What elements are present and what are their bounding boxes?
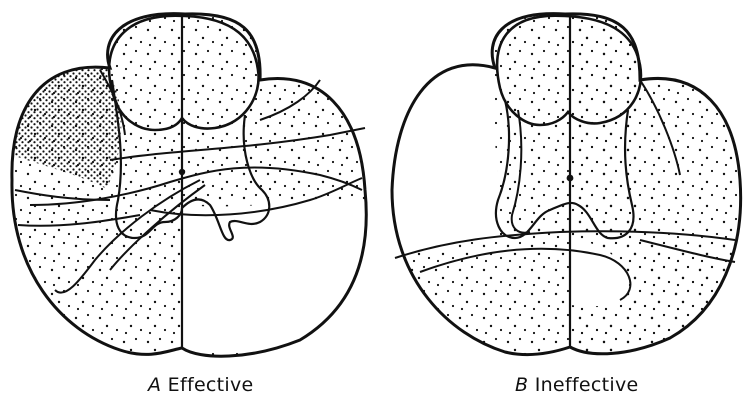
- panel-b-central-dot: [567, 175, 574, 182]
- panel-a-caption: A Effective: [148, 374, 288, 396]
- panel-a-central-dot: [179, 169, 185, 175]
- panel-b-diagram: [380, 0, 751, 360]
- panel-b-clear-left: [380, 60, 500, 258]
- panel-a-label: Effective: [168, 374, 254, 396]
- panel-b-label: Ineffective: [535, 374, 639, 396]
- panel-a-letter: A: [148, 374, 161, 396]
- panel-b-letter: B: [515, 374, 528, 396]
- panel-b-stipple-lower: [395, 228, 740, 360]
- panel-b-caption: B Ineffective: [515, 374, 675, 396]
- panel-a-clear-region: [182, 200, 380, 352]
- panel-a-diagram: [0, 0, 380, 370]
